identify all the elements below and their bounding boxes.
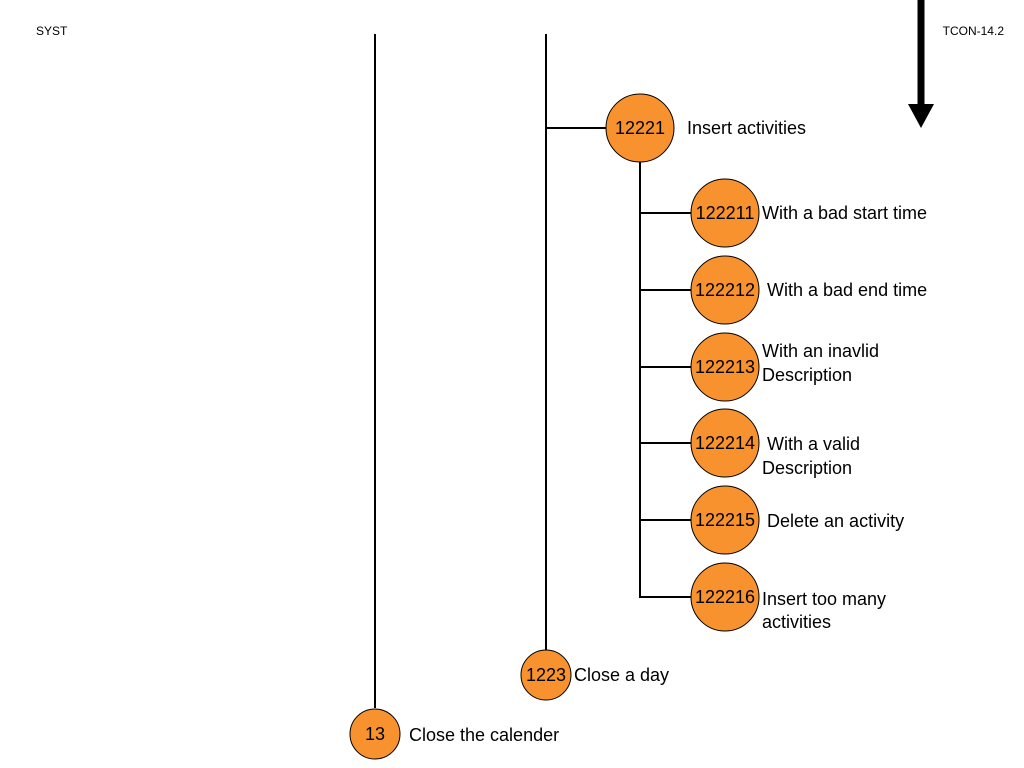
tree-node-122211: 122211 With a bad start time (690, 178, 927, 248)
down-arrow-icon (908, 0, 934, 128)
node-id: 122212 (695, 280, 755, 300)
node-label-line-1: Insert too many (762, 589, 886, 609)
node-id: 122215 (695, 510, 755, 530)
tree-node-122213: 122213 With an inavlid Description (690, 332, 879, 402)
tree-node-122216: 122216 Insert too many activities (690, 562, 886, 632)
node-id: 12221 (615, 118, 665, 138)
tree-node-12221: 12221 Insert activities (605, 93, 806, 163)
node-id: 1223 (526, 665, 566, 685)
tree-node-122212: 122212 With a bad end time (690, 255, 927, 325)
node-label-line-2: Description (762, 365, 852, 385)
node-label: Close a day (574, 665, 669, 685)
document-code: TCON-14.2 (943, 24, 1005, 38)
node-id: 122214 (695, 433, 755, 453)
node-label: With a bad end time (767, 280, 927, 300)
node-label-line-2: activities (762, 612, 831, 632)
node-id: 122211 (696, 203, 755, 223)
node-label: Delete an activity (767, 511, 904, 531)
node-label-line-1: With an inavlid (762, 341, 879, 361)
node-id: 122216 (695, 587, 755, 607)
tree-node-13: 13 Close the calender (349, 708, 559, 760)
tree-node-122214: 122214 With a valid Description (690, 408, 860, 478)
node-id: 122213 (695, 357, 755, 377)
tree-node-1223: 1223 Close a day (520, 649, 669, 701)
node-id: 13 (365, 724, 385, 744)
node-label-line-2: Description (762, 458, 852, 478)
node-label: With a bad start time (762, 203, 927, 223)
node-label: Insert activities (687, 118, 806, 138)
node-label-line-1: With a valid (767, 434, 860, 454)
system-code: SYST (36, 24, 68, 38)
tree-node-122215: 122215 Delete an activity (690, 485, 904, 555)
node-label: Close the calender (409, 725, 559, 745)
